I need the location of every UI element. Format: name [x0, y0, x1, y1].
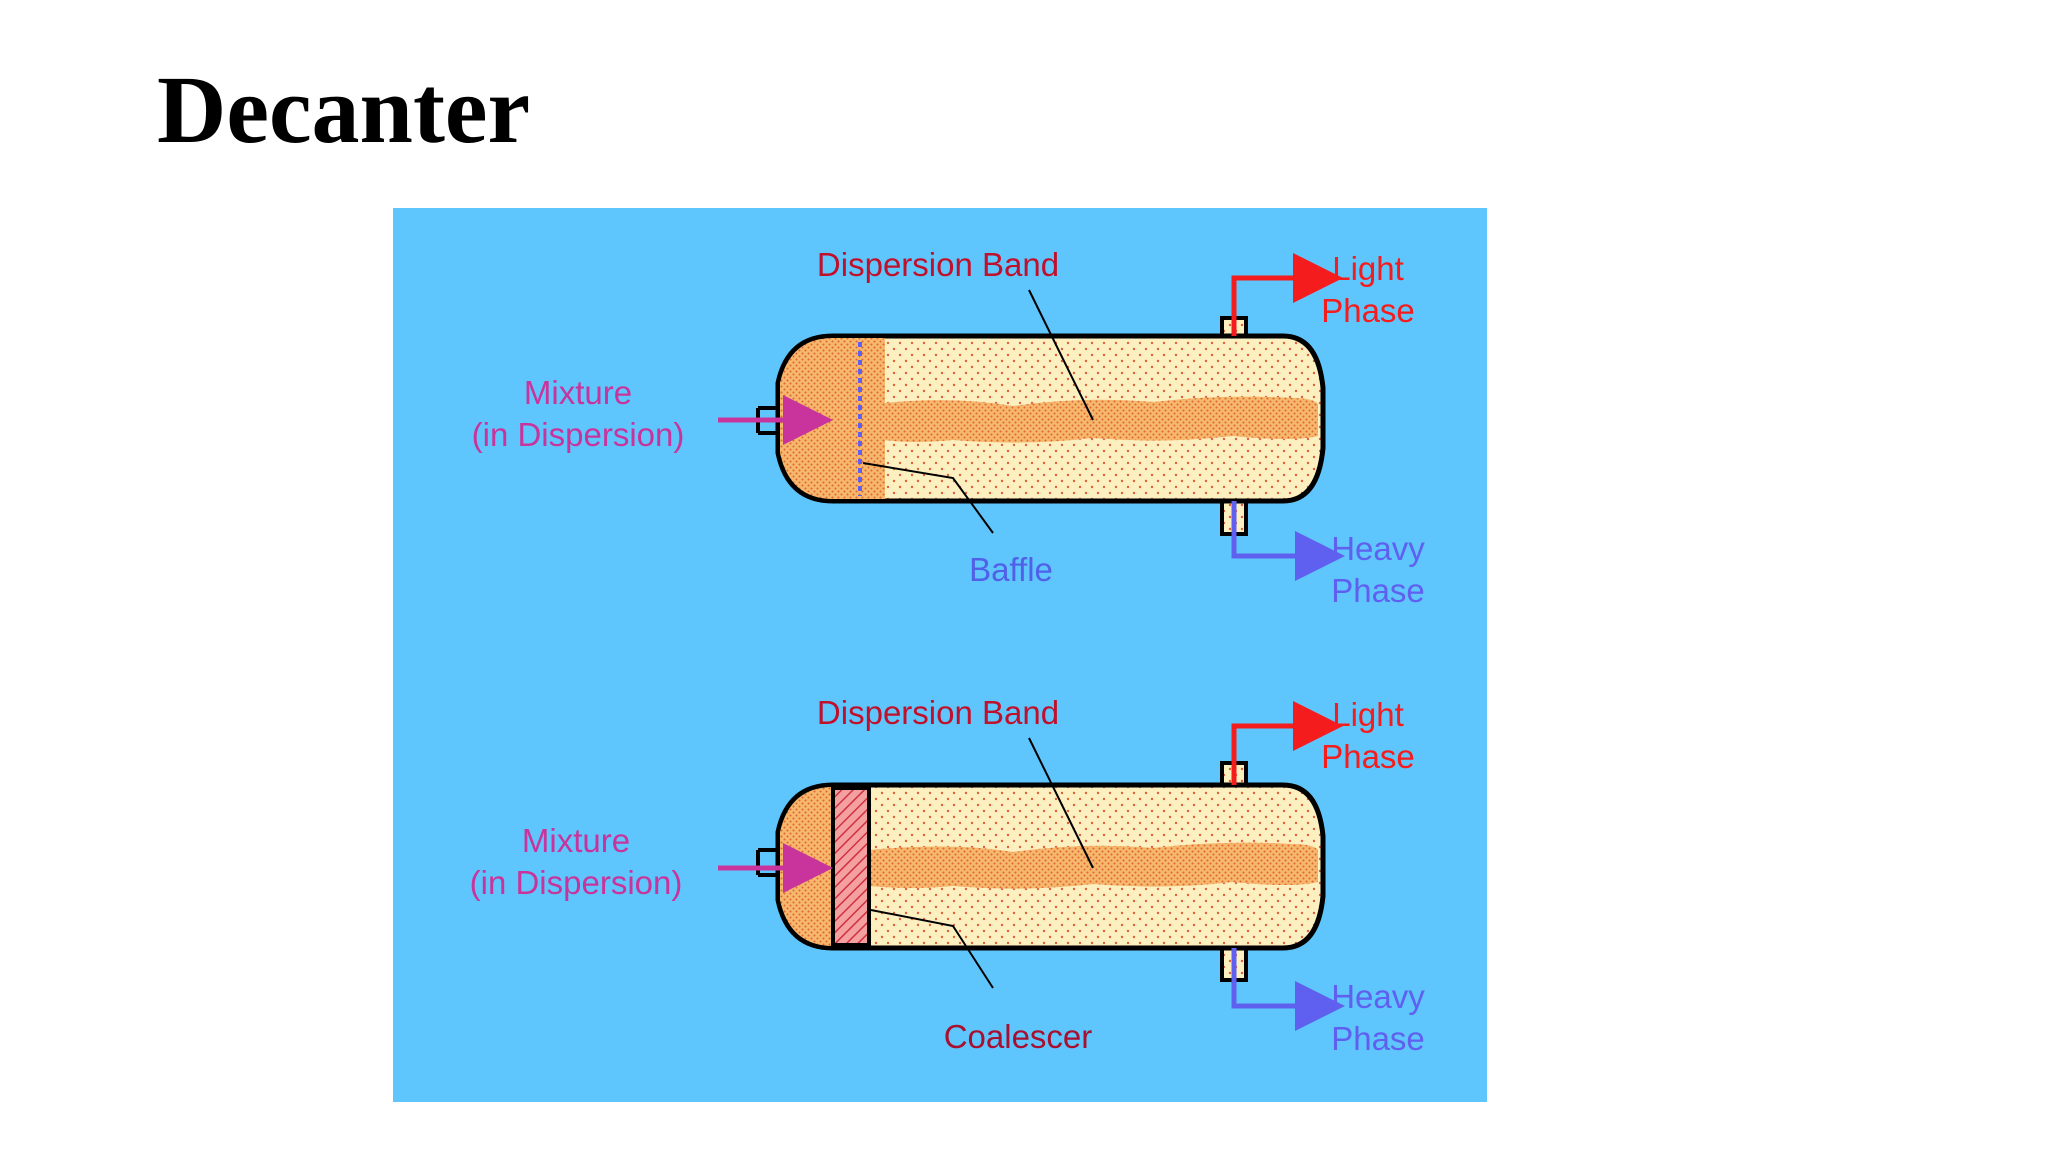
top-mixture-label-line2: (in Dispersion) [472, 416, 685, 453]
top-mixture-label-line1: Mixture [524, 374, 632, 411]
bottom-light-phase-arrow [1231, 701, 1343, 785]
baffle-label: Baffle [969, 551, 1053, 588]
baffle-leader [862, 462, 994, 534]
top-dispersion-leader [1028, 289, 1094, 421]
top-heavy-label-line1: Heavy [1331, 530, 1425, 567]
bottom-dispersion-band [869, 842, 1318, 889]
decanter-top: Dispersion Band Mixture (in Dispersion) … [472, 246, 1426, 609]
coalescer [831, 786, 871, 947]
bottom-mixture-label-line2: (in Dispersion) [470, 864, 683, 901]
top-dispersion-band-label: Dispersion Band [817, 246, 1059, 283]
slide-title: Decanter [157, 56, 531, 163]
decanter-bottom: Dispersion Band Mixture (in Dispersion) … [470, 694, 1426, 1057]
bottom-light-label-line2: Phase [1321, 738, 1415, 775]
top-heavy-label-line2: Phase [1331, 572, 1425, 609]
decanter-diagram-panel: Dispersion Band Mixture (in Dispersion) … [393, 208, 1487, 1102]
bottom-light-label-line1: Light [1332, 696, 1404, 733]
bottom-dispersion-leader [1028, 737, 1094, 869]
bottom-heavy-phase-arrow [1231, 948, 1345, 1031]
top-light-label-line2: Phase [1321, 292, 1415, 329]
top-light-phase-arrow [1231, 253, 1343, 336]
bottom-dispersion-band-label: Dispersion Band [817, 694, 1059, 731]
top-dispersion-band [885, 396, 1318, 443]
bottom-inlet-nozzle [756, 848, 778, 877]
coalescer-leader [870, 909, 994, 989]
bottom-heavy-label-line2: Phase [1331, 1020, 1425, 1057]
top-heavy-phase-arrow [1231, 501, 1345, 581]
top-light-label-line1: Light [1332, 250, 1404, 287]
bottom-heavy-label-line1: Heavy [1331, 978, 1425, 1015]
coalescer-label: Coalescer [944, 1018, 1093, 1055]
bottom-mixture-label-line1: Mixture [522, 822, 630, 859]
